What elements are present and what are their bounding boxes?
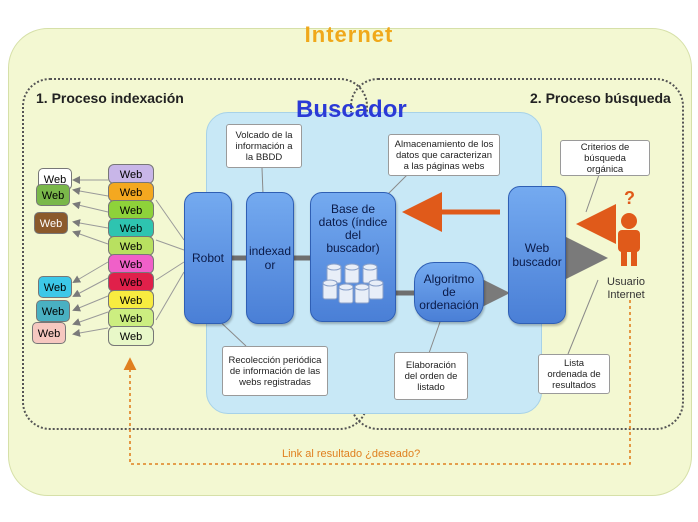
- web-stack-card: Web: [108, 272, 154, 292]
- indexer-box: indexad or: [246, 192, 294, 324]
- search-section-title: 2. Proceso búsqueda: [530, 90, 671, 106]
- user-question-mark: ?: [624, 188, 635, 208]
- web-stack-card: Web: [108, 290, 154, 310]
- web-card: Web: [34, 212, 68, 234]
- algorithm-box: Algoritmo de ordenación: [414, 262, 484, 322]
- lista-pointer: [567, 279, 599, 355]
- callout-elaboracion: Elaboración del orden de listado: [394, 352, 468, 400]
- database-box: Base de datos (índice del buscador): [310, 192, 396, 322]
- callout-recoleccion: Recolección periódica de información de …: [222, 346, 328, 396]
- web-stack-card: Web: [108, 236, 154, 256]
- elaboracion-pointer: [427, 321, 441, 357]
- crawl-lines: [72, 176, 109, 337]
- link-feedback-path: [123, 300, 631, 465]
- web-stack-card: Web: [108, 254, 154, 274]
- robot-fetch-lines: [155, 199, 185, 321]
- criterios-pointer: [585, 171, 601, 213]
- indexing-section-title: 1. Proceso indexación: [36, 90, 184, 106]
- user-label: Usuario Internet: [596, 276, 656, 302]
- web-buscador-box: Web buscador: [508, 186, 566, 324]
- web-card: Web: [38, 276, 72, 298]
- web-stack-card: Web: [108, 182, 154, 202]
- web-card: Web: [36, 300, 70, 322]
- robot-box: Robot: [184, 192, 232, 324]
- callout-criterios: Criterios de búsqueda orgánica: [560, 140, 650, 176]
- web-stack-card: Web: [108, 308, 154, 328]
- callout-volcado: Volcado de la información a la BBDD: [226, 124, 302, 168]
- link-result-label: Link al resultado ¿deseado?: [282, 448, 421, 460]
- web-stack-card: Web: [108, 218, 154, 238]
- web-stack-card: Web: [108, 200, 154, 220]
- internet-title: Internet: [304, 22, 394, 47]
- user-label-line1: Usuario: [607, 276, 645, 288]
- web-stack-card: Web: [108, 164, 154, 184]
- web-card: Web: [36, 184, 70, 206]
- almacenamiento-pointer: [385, 171, 411, 197]
- database-label: Base de datos (índice del buscador): [318, 202, 388, 255]
- web-stack-card: Web: [108, 326, 154, 346]
- database-cylinders-icon: [322, 263, 384, 304]
- callout-almacenamiento: Almacenamiento de los datos que caracter…: [388, 134, 500, 176]
- web-card: Web: [32, 322, 66, 344]
- user-label-line2: Internet: [607, 289, 645, 301]
- callout-lista: Lista ordenada de resultados: [538, 354, 610, 394]
- user-person-icon: [618, 213, 640, 266]
- buscador-title: Buscador: [296, 96, 407, 123]
